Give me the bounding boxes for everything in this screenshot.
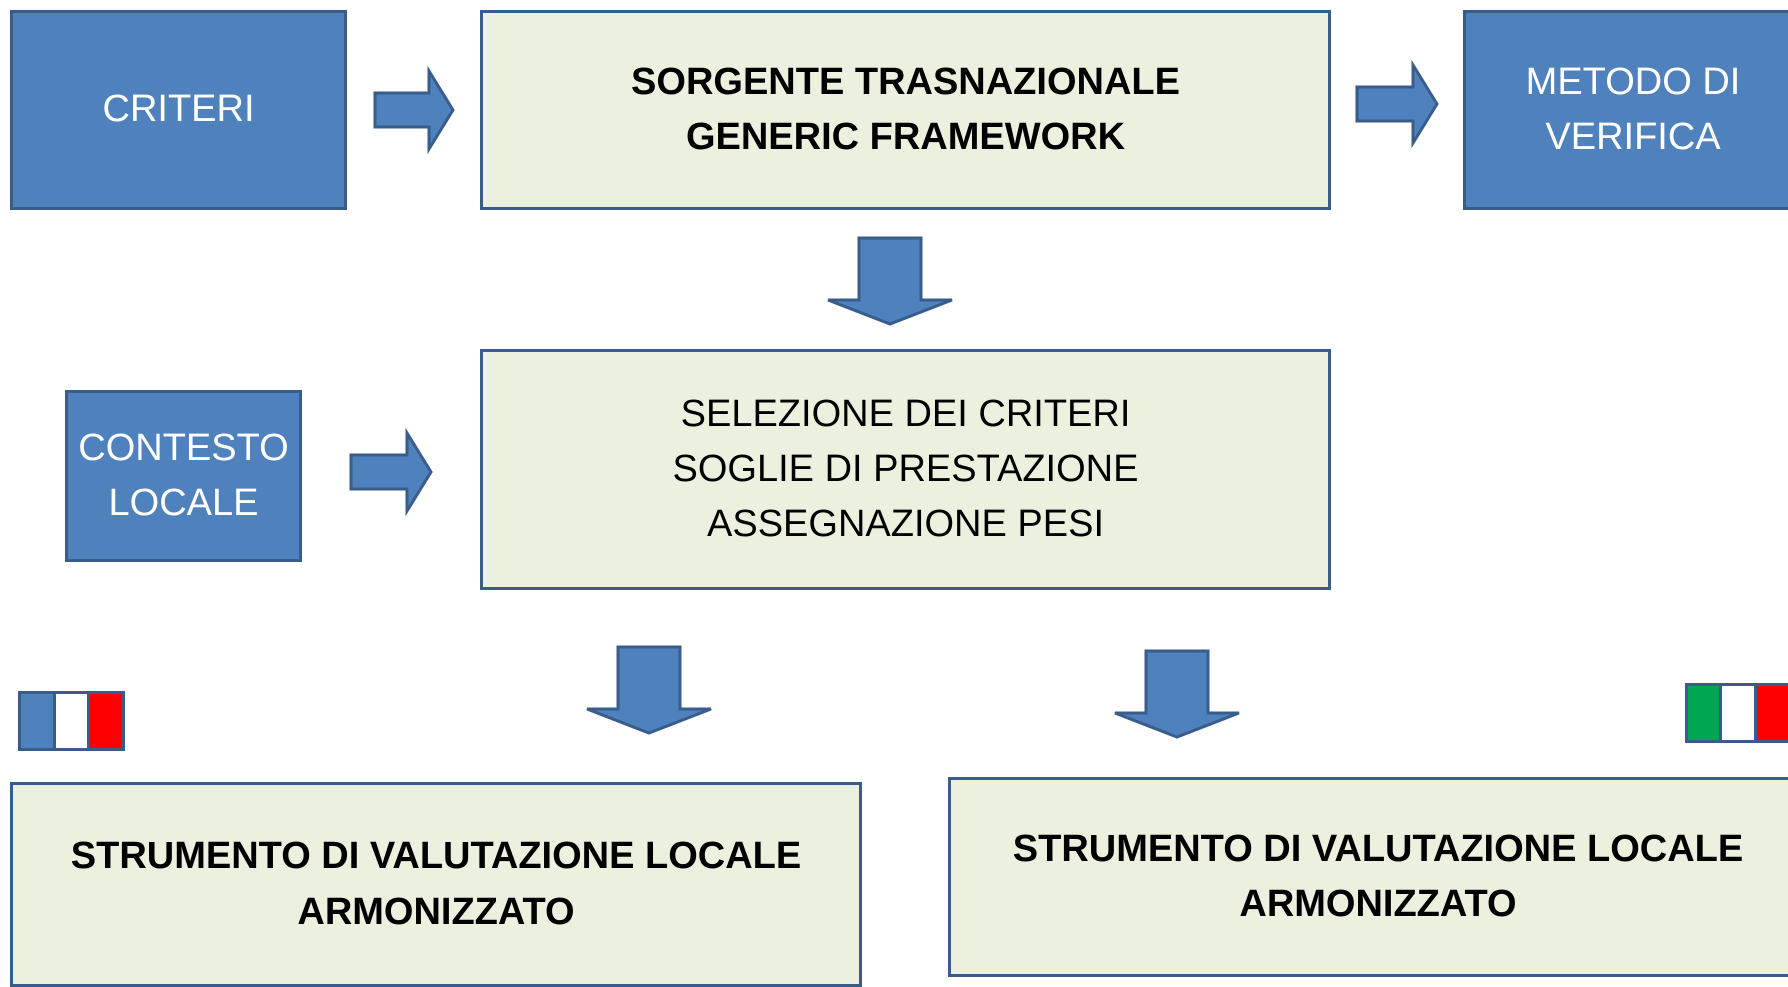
selezione-box: SELEZIONE DEI CRITERI SOGLIE DI PRESTAZI… [480,349,1331,590]
flag-stripe [1688,686,1720,740]
arrow-right-icon [373,65,455,155]
criteri-box: CRITERI [10,10,347,210]
strumento-left-line-1: STRUMENTO DI VALUTAZIONE LOCALE [70,835,802,878]
arrow-right-icon [349,427,433,517]
criteri-label: CRITERI [102,88,255,131]
selezione-line-1: SELEZIONE DEI CRITERI [680,392,1131,435]
strumento-left-line-2: ARMONIZZATO [297,890,575,933]
strumento-left-box: STRUMENTO DI VALUTAZIONE LOCALE ARMONIZZ… [10,782,862,987]
arrow-right-icon [1355,59,1439,149]
strumento-right-line-2: ARMONIZZATO [1239,883,1517,925]
metodo-line-1: METODO DI [1525,60,1741,103]
selezione-line-2: SOGLIE DI PRESTAZIONE [672,447,1139,490]
arrow-down-icon [827,236,953,326]
flag-stripe [90,694,123,748]
sorgente-line-2: GENERIC FRAMEWORK [685,116,1126,158]
arrow-down-icon [586,645,712,735]
flag-stripe [52,694,91,748]
selezione-line-3: ASSEGNAZIONE PESI [707,503,1104,546]
sorgente-box: SORGENTE TRASNAZIONALE GENERIC FRAMEWORK [480,10,1331,210]
france-flag-icon [18,691,125,751]
sorgente-line-1: SORGENTE TRASNAZIONALE [631,60,1180,103]
metodo-line-2: VERIFICA [1545,116,1721,158]
contesto-line-2: LOCALE [108,482,259,524]
contesto-line-1: CONTESTO [78,426,289,469]
arrow-down-icon [1114,649,1240,739]
strumento-right-box: STRUMENTO DI VALUTAZIONE LOCALE ARMONIZZ… [948,777,1788,977]
flag-stripe [1719,686,1757,740]
italy-flag-icon [1685,683,1788,743]
contesto-box: CONTESTO LOCALE [65,390,302,562]
flag-stripe [1756,686,1788,740]
flag-stripe [21,694,53,748]
metodo-box: METODO DI VERIFICA [1463,10,1788,210]
strumento-right-line-1: STRUMENTO DI VALUTAZIONE LOCALE [1012,827,1744,870]
